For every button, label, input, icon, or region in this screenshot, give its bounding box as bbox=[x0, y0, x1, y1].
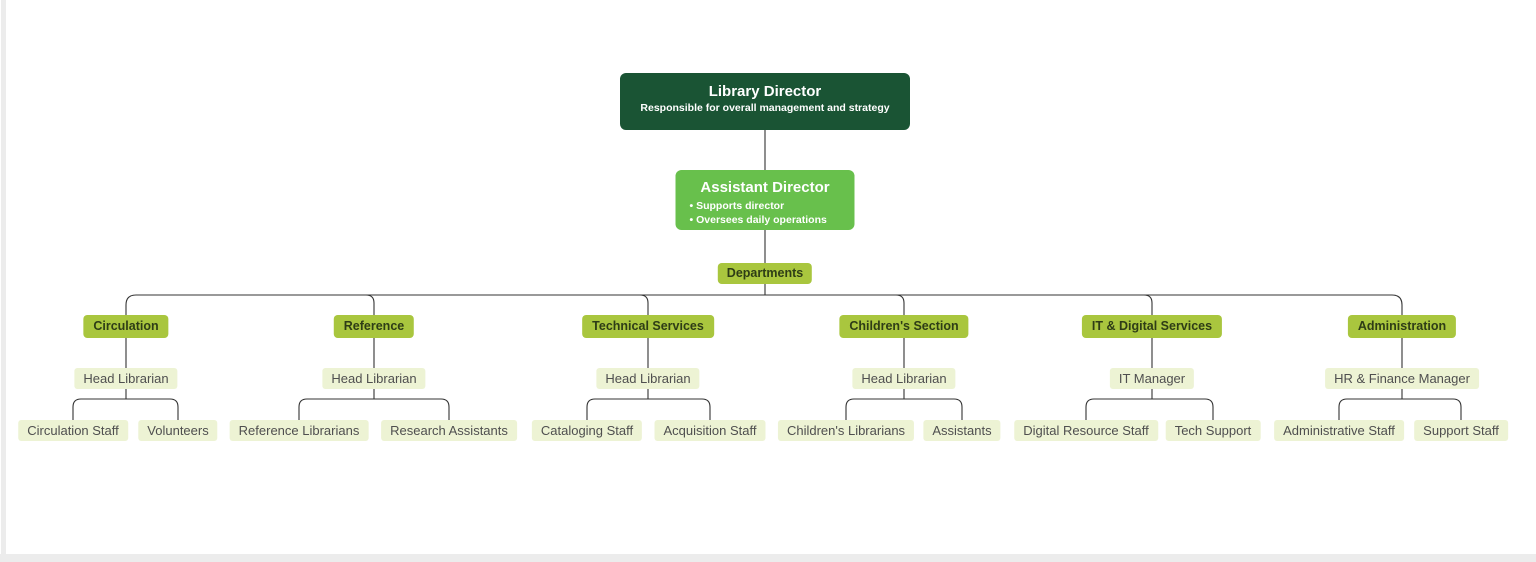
library-director-subtitle: Responsible for overall management and s… bbox=[640, 102, 890, 114]
node-staff-acquisition-staff: Acquisition Staff bbox=[654, 420, 766, 441]
node-dept-reference: Reference bbox=[333, 315, 415, 338]
assistant-director-title: Assistant Director bbox=[700, 179, 830, 196]
library-director-title: Library Director bbox=[708, 83, 822, 100]
node-dept-technical-services: Technical Services bbox=[582, 315, 714, 338]
node-staff-research-assistants: Research Assistants bbox=[381, 420, 517, 441]
node-manager-it: IT Manager bbox=[1109, 368, 1195, 389]
node-manager-hr-finance: HR & Finance Manager bbox=[1325, 368, 1479, 389]
node-staff-assistants: Assistants bbox=[923, 420, 1001, 441]
node-staff-cataloging-staff: Cataloging Staff bbox=[531, 420, 643, 441]
node-dept-administration: Administration bbox=[1347, 315, 1457, 338]
node-dept-it-digital-services: IT & Digital Services bbox=[1081, 315, 1223, 338]
node-manager-circulation: Head Librarian bbox=[74, 368, 178, 389]
assistant-director-bullets: Supports director Oversees daily operati… bbox=[676, 199, 855, 227]
node-manager-technical-services: Head Librarian bbox=[596, 368, 700, 389]
node-staff-circulation-staff: Circulation Staff bbox=[18, 420, 128, 441]
node-assistant-director: Assistant Director Supports director Ove… bbox=[675, 170, 855, 230]
node-departments-label: Departments bbox=[717, 263, 813, 284]
canvas-left-edge bbox=[1, 0, 6, 562]
node-staff-administrative-staff: Administrative Staff bbox=[1274, 420, 1404, 441]
canvas-bottom-edge bbox=[0, 554, 1536, 562]
node-manager-reference: Head Librarian bbox=[322, 368, 426, 389]
node-staff-childrens-librarians: Children's Librarians bbox=[777, 420, 915, 441]
node-library-director: Library Director Responsible for overall… bbox=[620, 73, 910, 130]
node-staff-support-staff: Support Staff bbox=[1414, 420, 1508, 441]
bullet-item: Oversees daily operations bbox=[690, 213, 855, 227]
node-dept-circulation: Circulation bbox=[83, 315, 169, 338]
node-staff-volunteers: Volunteers bbox=[138, 420, 218, 441]
node-dept-childrens-section: Children's Section bbox=[839, 315, 969, 338]
node-manager-childrens-section: Head Librarian bbox=[852, 368, 956, 389]
bullet-item: Supports director bbox=[690, 199, 855, 213]
node-staff-reference-librarians: Reference Librarians bbox=[229, 420, 369, 441]
node-staff-digital-resource-staff: Digital Resource Staff bbox=[1014, 420, 1158, 441]
node-staff-tech-support: Tech Support bbox=[1165, 420, 1261, 441]
